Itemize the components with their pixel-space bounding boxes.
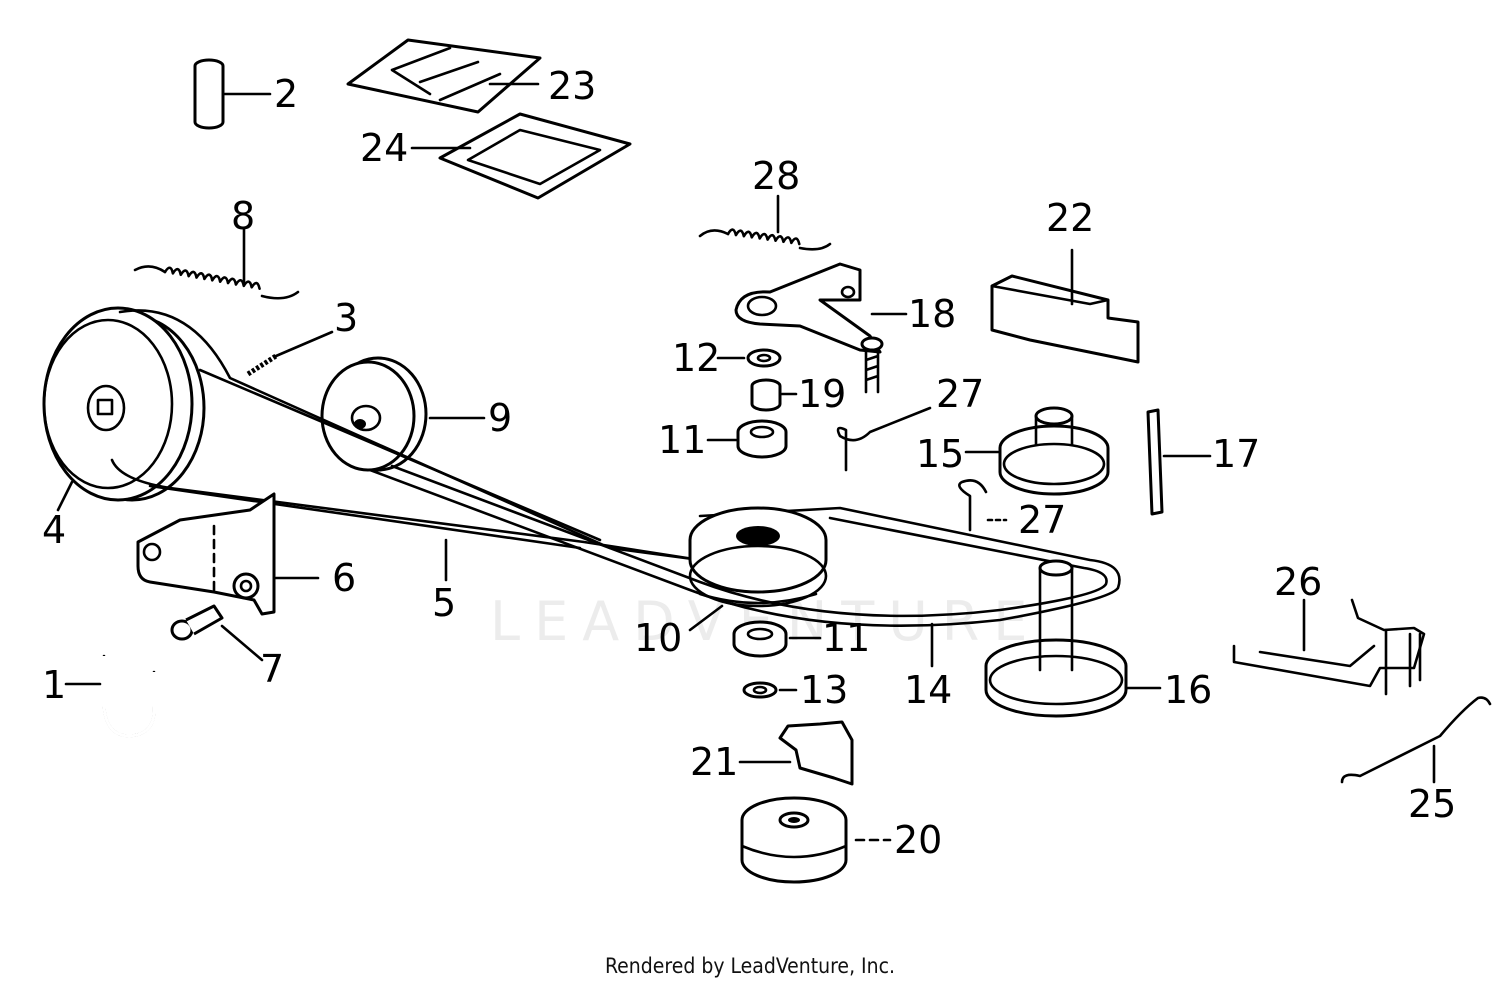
callout-16: 16: [1164, 668, 1212, 712]
part-11-bearing-upper[interactable]: [706, 419, 788, 459]
part-2-sleeve[interactable]: [193, 58, 272, 130]
callout-10: 10: [634, 616, 682, 660]
callout-27-upper: 27: [936, 372, 984, 416]
callout-27-lower: 27: [1018, 498, 1066, 542]
callout-4: 4: [42, 508, 66, 552]
part-20-pulley[interactable]: [740, 796, 892, 884]
part-6-bracket[interactable]: [136, 492, 320, 616]
part-10-double-pulley[interactable]: [688, 506, 828, 632]
part-27-clip-upper[interactable]: [836, 406, 932, 472]
callout-5: 5: [432, 581, 456, 625]
callout-22: 22: [1046, 196, 1094, 240]
callout-1: 1: [42, 663, 66, 707]
part-13-washer[interactable]: [742, 681, 798, 699]
part-16-pulley[interactable]: [984, 559, 1162, 718]
part-11-bearing-lower[interactable]: [732, 620, 822, 658]
callout-24: 24: [360, 126, 408, 170]
part-18-idler-arm[interactable]: [734, 262, 908, 394]
part-9-idler-pulley[interactable]: [320, 356, 486, 472]
part-17-key[interactable]: [1146, 408, 1212, 516]
callout-21: 21: [690, 740, 738, 784]
callout-3: 3: [334, 296, 358, 340]
callout-11-lower: 11: [822, 616, 870, 660]
part-19-spacer[interactable]: [750, 378, 798, 412]
callout-26: 26: [1274, 560, 1322, 604]
part-15-pulley[interactable]: [964, 406, 1110, 496]
callout-9: 9: [488, 396, 512, 440]
part-8-spring[interactable]: [133, 226, 300, 300]
callout-15: 15: [916, 432, 964, 476]
part-21-shield[interactable]: [738, 720, 854, 786]
part-26-bracket[interactable]: [1232, 598, 1426, 696]
part-4-drive-pulley[interactable]: [42, 306, 206, 512]
callout-11-upper: 11: [658, 418, 706, 462]
callout-7: 7: [260, 647, 284, 691]
callout-13: 13: [800, 668, 848, 712]
callout-28: 28: [752, 154, 800, 198]
part-7-bolt[interactable]: [170, 604, 264, 662]
callout-6: 6: [332, 556, 356, 600]
callout-8: 8: [231, 194, 255, 238]
callout-17: 17: [1212, 432, 1260, 476]
part-1-ubolt[interactable]: [64, 654, 156, 738]
part-27-clip-lower[interactable]: [958, 479, 1008, 532]
callout-25: 25: [1408, 782, 1456, 826]
part-28-spring[interactable]: [698, 194, 832, 251]
callout-12: 12: [672, 336, 720, 380]
part-23-plate[interactable]: [346, 38, 542, 114]
part-5-belt[interactable]: [110, 309, 702, 582]
callout-labels: 1 2 3 4 5 6 7 8 9 10 11 11 12 13 14 15 1…: [42, 64, 1456, 862]
callout-20: 20: [894, 818, 942, 862]
part-25-rod[interactable]: [1340, 696, 1492, 784]
part-24-gasket[interactable]: [410, 112, 632, 200]
callout-19: 19: [798, 372, 846, 416]
callout-18: 18: [908, 292, 956, 336]
callout-14: 14: [904, 668, 952, 712]
part-12-washer[interactable]: [716, 348, 782, 368]
footer-credit: Rendered by LeadVenture, Inc.: [605, 954, 895, 978]
callout-2: 2: [274, 72, 298, 116]
part-22-guard[interactable]: [990, 248, 1140, 364]
part-3-pin[interactable]: [246, 330, 334, 377]
callout-23: 23: [548, 64, 596, 108]
